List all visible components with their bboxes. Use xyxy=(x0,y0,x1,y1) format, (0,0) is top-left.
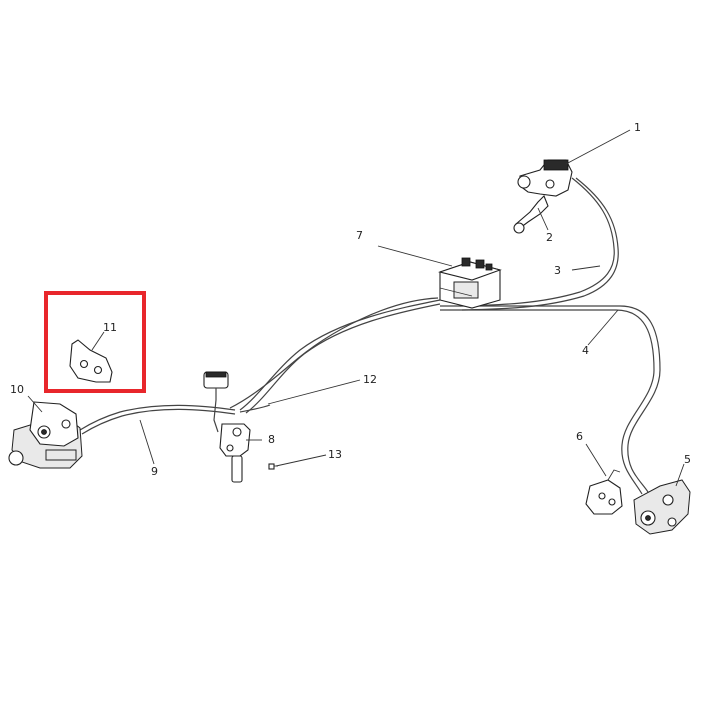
callout-10: 10 xyxy=(10,383,24,396)
callout-12: 12 xyxy=(363,373,377,386)
callout-2: 2 xyxy=(546,231,553,244)
callout-labels: 1 2 3 4 5 6 7 8 9 10 11 12 13 xyxy=(10,121,691,478)
rear-master-cylinder xyxy=(203,371,251,483)
callout-5: 5 xyxy=(684,453,691,466)
front-caliper xyxy=(633,479,691,535)
brake-pad-bracket xyxy=(69,339,113,383)
callout-8: 8 xyxy=(268,433,275,446)
front-brake-pad xyxy=(585,469,623,515)
callout-11: 11 xyxy=(103,321,117,334)
front-master-cylinder xyxy=(513,159,573,234)
callout-3: 3 xyxy=(554,264,561,277)
callout-7: 7 xyxy=(356,229,363,242)
callout-4: 4 xyxy=(582,344,589,357)
leader-lines xyxy=(27,129,685,487)
callout-6: 6 xyxy=(576,430,583,443)
brake-lines xyxy=(79,177,661,495)
highlight-box xyxy=(44,291,146,393)
callout-13: 13 xyxy=(328,448,342,461)
abs-unit xyxy=(438,257,502,309)
callout-9: 9 xyxy=(151,465,158,478)
rear-caliper xyxy=(8,401,83,469)
bolt xyxy=(268,463,278,470)
callout-1: 1 xyxy=(634,121,641,134)
